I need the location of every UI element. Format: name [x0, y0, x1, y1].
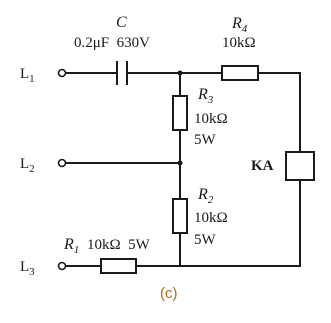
label-l2: L2 — [20, 156, 35, 175]
label-l1: L1 — [20, 66, 35, 85]
resistor-r3 — [172, 95, 188, 131]
junction-l2 — [177, 160, 183, 166]
label-r2-symbol: R2 — [197, 186, 214, 206]
label-r4-symbol: R4 — [231, 15, 248, 35]
figure-caption: (c) — [160, 285, 178, 302]
capacitor-c — [116, 61, 128, 85]
label-l3: L3 — [20, 259, 35, 278]
terminal-l1 — [57, 68, 67, 78]
label-r1-value-power: 10kΩ 5W — [87, 237, 151, 253]
resistor-r1 — [100, 258, 137, 274]
label-capacitor-symbol: C — [116, 14, 127, 31]
label-r2-value: 10kΩ — [194, 210, 228, 226]
relay-coil-ka — [285, 151, 315, 181]
resistor-r2 — [172, 198, 188, 234]
label-capacitor-rating: 0.2μF 630V — [74, 35, 150, 51]
resistor-r4 — [221, 65, 259, 81]
label-r3-symbol: R3 — [197, 86, 214, 106]
label-r3-power: 5W — [194, 132, 217, 148]
label-r1-symbol: R1 — [63, 236, 79, 256]
label-relay-ka: KA — [251, 158, 274, 174]
label-r4-value: 10kΩ — [222, 35, 256, 51]
terminal-l2 — [57, 158, 67, 168]
label-r3-value: 10kΩ — [194, 111, 228, 127]
terminal-l3 — [57, 261, 67, 271]
junction-top — [177, 70, 183, 76]
label-r2-power: 5W — [194, 232, 217, 248]
